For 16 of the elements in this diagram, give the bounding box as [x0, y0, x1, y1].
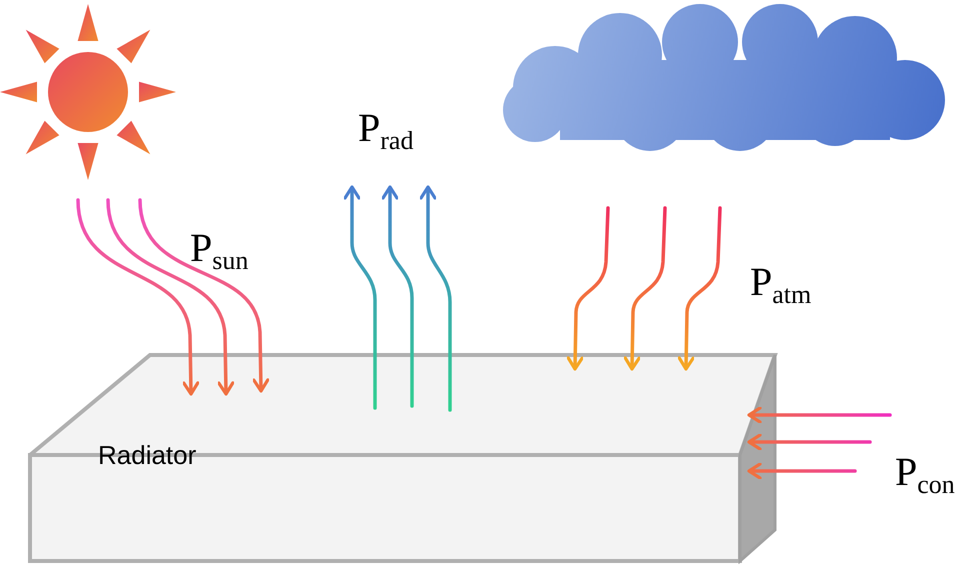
arrow: [747, 462, 857, 480]
arrow: [138, 198, 270, 393]
symbol-label: P$_{rad}$: [358, 108, 414, 154]
arrow: [343, 185, 377, 410]
symbol-label: P$_{con}$: [895, 452, 955, 498]
arrow: [76, 198, 200, 396]
arrow: [624, 206, 667, 371]
arrow: [747, 406, 892, 424]
arrow: [678, 206, 722, 371]
arrow: [106, 198, 234, 396]
arrow: [419, 185, 452, 412]
symbol-label: P$_{sun}$: [190, 228, 248, 274]
arrow: [566, 206, 610, 371]
arrow: [381, 185, 414, 408]
arrow: [747, 433, 872, 451]
symbol-label: P$_{atm}$: [750, 262, 812, 308]
